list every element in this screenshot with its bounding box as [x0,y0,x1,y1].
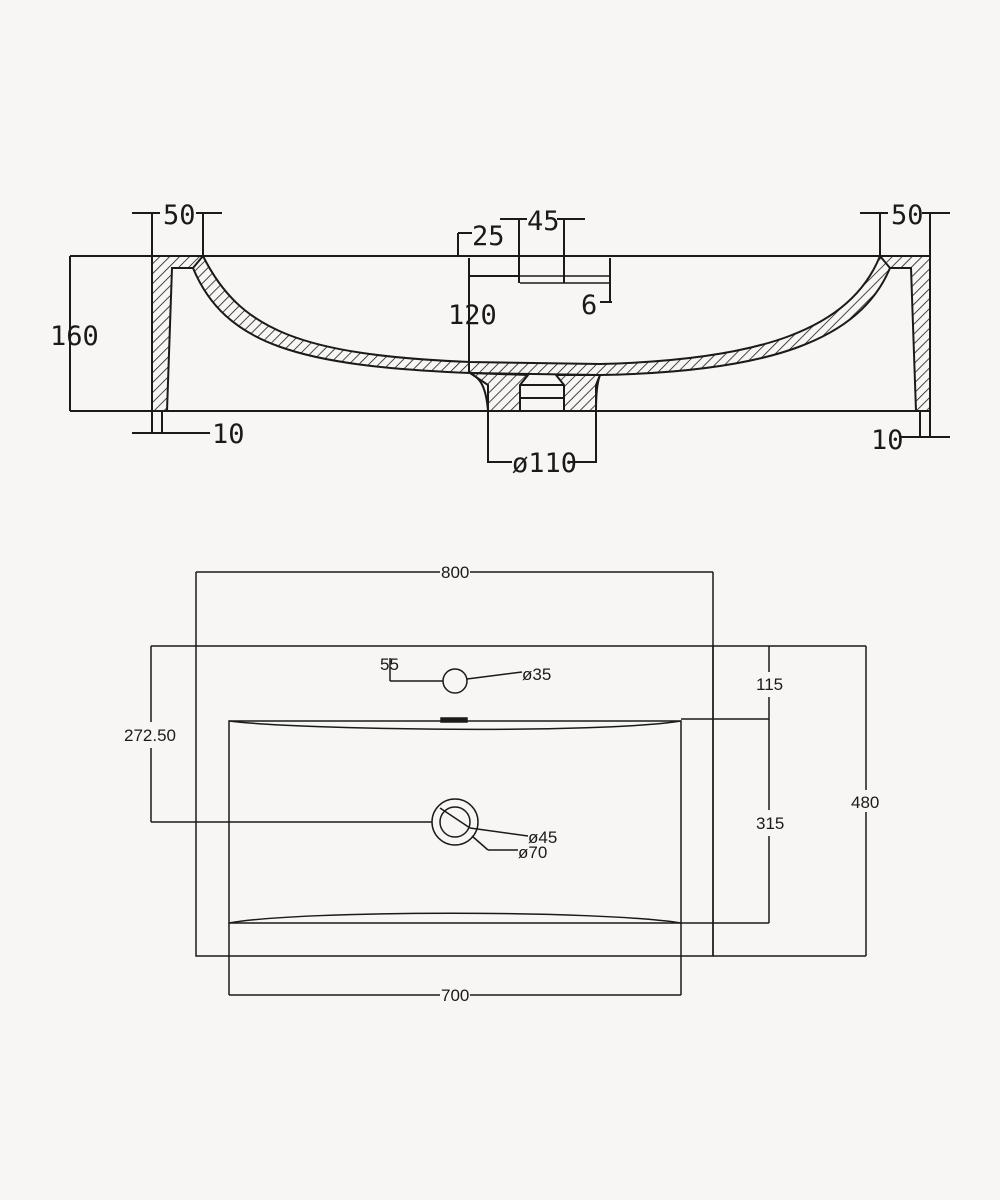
dim-left-wall: 10 [212,419,245,450]
dim-right-rim: 50 [891,200,924,231]
underside-curve-right [595,374,601,412]
section-view [69,212,950,463]
underside-curve [469,372,489,412]
leader-waste-inner-b [469,827,529,837]
dim-waste-diameter: ø110 [512,448,577,479]
dim-tap-hole: ø35 [522,665,551,684]
bowl-back-curve [228,720,682,731]
waste-inner [439,806,471,838]
dim-bowl-depth: 315 [756,814,784,833]
dim-overall-depth: 480 [851,793,879,812]
dim-waste-from-back: 272.50 [124,726,176,745]
dim-waste-outer: ø70 [518,843,547,862]
bowl-shell-section [191,254,892,377]
overflow-slot [440,717,468,723]
dim-tap-thickness: 6 [581,290,597,321]
dim-tap-width: 45 [527,206,560,237]
leader-waste-outer [471,835,489,851]
waste-right-block [553,374,602,412]
dim-inner-depth: 120 [448,300,497,331]
dim-left-rim: 50 [163,200,196,231]
dim-tap-to-bowl: 115 [756,675,783,694]
bowl-front-curve [228,912,682,924]
dim-bowl-width: 700 [441,986,469,1005]
dim-tap-from-back: 55 [380,655,399,674]
dim-overall-width: 800 [441,563,469,582]
plan-view [150,571,867,996]
dim-waste-inner: ø45 [528,828,557,847]
dim-right-wall: 10 [871,425,904,456]
leader-waste-inner [439,807,471,829]
dim-tap-offset: 25 [472,221,505,252]
leader-tap [466,671,523,680]
waste-left-block [466,371,531,412]
dim-total-height: 160 [50,321,99,352]
